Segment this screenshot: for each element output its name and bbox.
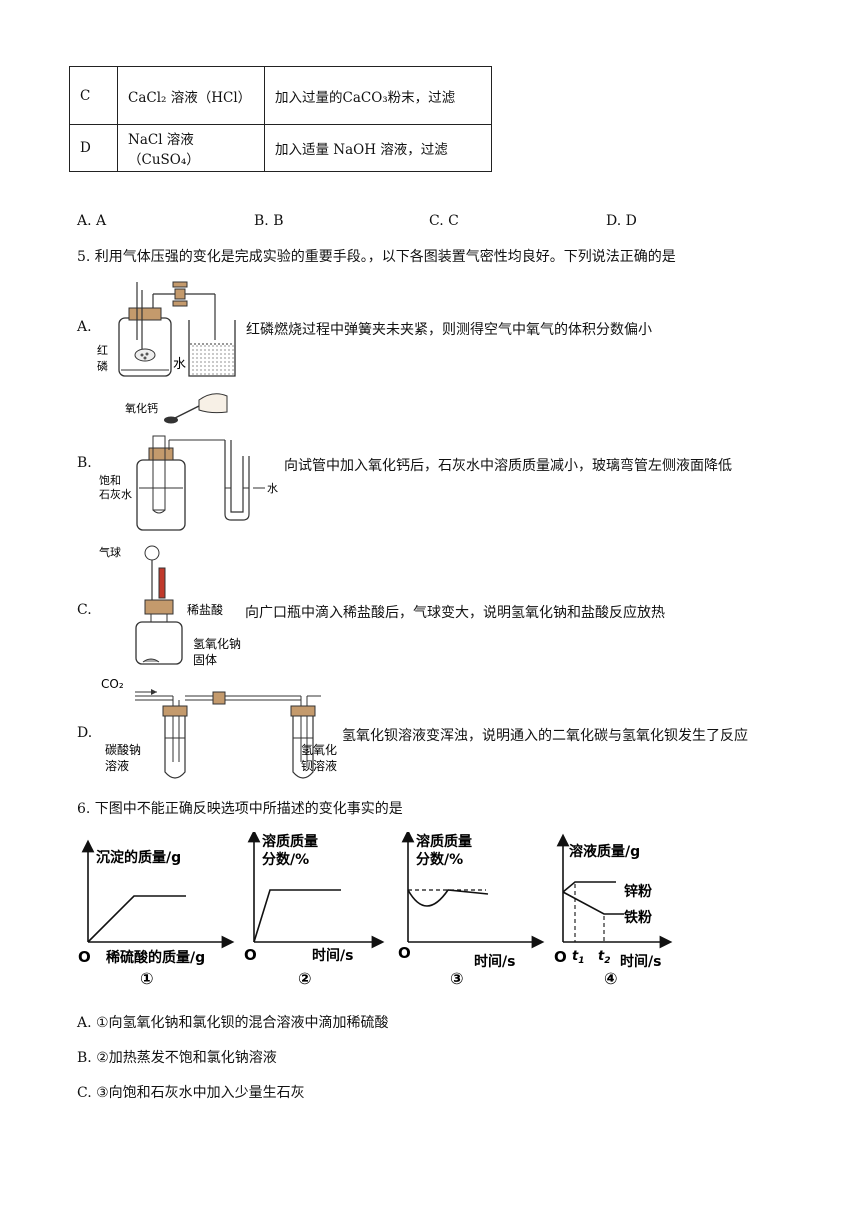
graph4-zinc: 锌粉 xyxy=(624,883,652,900)
graph4-t1: t1 xyxy=(572,949,584,966)
label-lin: 磷 xyxy=(97,360,108,373)
graph-1: 沉淀的质量/g O 稀硫酸的质量/g ① xyxy=(78,839,235,988)
q6-option-a: A. ①向氢氧化钠和氯化钡的混合溶液中滴加稀硫酸 xyxy=(77,1015,389,1031)
graph2-xlabel: 时间/s xyxy=(312,947,353,964)
row-substance: NaCl 溶液（CuSO₄） xyxy=(117,124,265,172)
q6-option-c: C. ③向饱和石灰水中加入少量生石灰 xyxy=(77,1085,305,1101)
graph4-iron: 铁粉 xyxy=(624,909,652,926)
answer-d: D. D xyxy=(606,213,637,229)
label-na2co3: 碳酸钠 xyxy=(105,742,141,757)
graph-4: 溶液质量/g 锌粉 铁粉 O t1 t2 时间/s ④ xyxy=(554,833,673,988)
q5-option-b-text: 向试管中加入氧化钙后，石灰水中溶质质量减小，玻璃弯管左侧液面降低 xyxy=(284,458,732,474)
answer-c: C. C xyxy=(429,213,459,229)
table-row: D NaCl 溶液（CuSO₄） 加入适量 NaOH 溶液，过滤 xyxy=(69,124,492,172)
label-water: 水 xyxy=(173,357,186,372)
calcium-oxide-apparatus: 氧化钙 饱和 石灰水 水 xyxy=(99,393,278,531)
q5-option-a-text: 红磷燃烧过程中弹簧夹未夹紧，则测得空气中氧气的体积分数偏小 xyxy=(246,322,652,338)
graph2-ylabel1: 溶质质量 xyxy=(262,833,318,850)
label-co2: CO₂ xyxy=(101,677,124,691)
table-row: C CaCl₂ 溶液（HCl） 加入过量的CaCO₃粉末，过滤 xyxy=(69,66,492,125)
row-letter: D xyxy=(69,124,118,172)
label-hong: 红 xyxy=(97,344,108,357)
graph-2: 溶质质量 分数/% O 时间/s ② xyxy=(244,832,385,988)
label-solid: 固体 xyxy=(193,653,217,667)
q5-option-d-letter: D. xyxy=(77,725,93,741)
q5-stem: 5. 利用气体压强的变化是完成实验的重要手段。，以下各图装置气密性均良好。下列说… xyxy=(77,249,676,265)
q5-option-b-letter: B. xyxy=(77,455,92,471)
label-baoh2-2: 钡溶液 xyxy=(301,758,337,773)
q4-options-table: C CaCl₂ 溶液（HCl） 加入过量的CaCO₃粉末，过滤 D NaCl 溶… xyxy=(69,66,492,172)
co2-apparatus: CO₂ 碳酸钠 溶液 氢氧化 钡溶液 xyxy=(101,677,337,779)
graph4-t2: t2 xyxy=(598,949,610,966)
graph1-origin: O xyxy=(78,948,91,966)
graph3-xlabel: 时间/s xyxy=(474,953,515,970)
label-balloon: 气球 xyxy=(99,545,121,559)
q5-option-c-letter: C. xyxy=(77,602,92,618)
graph4-xlabel: 时间/s xyxy=(620,953,661,970)
graph3-number: ③ xyxy=(450,969,464,988)
graph1-xlabel: 稀硫酸的质量/g xyxy=(106,949,205,966)
row-method: 加入适量 NaOH 溶液，过滤 xyxy=(264,124,492,172)
q5-option-d-text: 氢氧化钡溶液变浑浊，说明通入的二氧化碳与氢氧化钡发生了反应 xyxy=(342,728,748,744)
graph-3: 溶质质量 分数/% O 时间/s ③ xyxy=(398,832,545,988)
label-water-b: 水 xyxy=(267,482,278,495)
graph2-number: ② xyxy=(298,969,312,988)
red-phosphorus-apparatus: 红 磷 水 xyxy=(97,281,236,377)
label-shihuishui: 石灰水 xyxy=(99,487,132,501)
graph4-ylabel: 溶液质量/g xyxy=(569,843,640,860)
graph1-number: ① xyxy=(140,969,154,988)
graph2-ylabel2: 分数/% xyxy=(262,851,309,868)
graph3-ylabel1: 溶质质量 xyxy=(416,833,472,850)
graph3-ylabel2: 分数/% xyxy=(416,851,463,868)
q6-option-b: B. ②加热蒸发不饱和氯化钠溶液 xyxy=(77,1050,277,1066)
q6-stem: 6. 下图中不能正确反映选项中所描述的变化事实的是 xyxy=(77,801,403,817)
label-hcl: 稀盐酸 xyxy=(187,602,223,617)
label-cao: 氧化钙 xyxy=(125,401,158,415)
q6-graphs: 沉淀的质量/g O 稀硫酸的质量/g ① 溶质质量 分数/% O 时间/s ② … xyxy=(78,832,673,988)
graph1-ylabel: 沉淀的质量/g xyxy=(96,849,181,866)
row-method: 加入过量的CaCO₃粉末，过滤 xyxy=(264,66,492,125)
label-baohe: 饱和 xyxy=(99,473,121,487)
label-solution: 溶液 xyxy=(105,758,129,773)
label-baoh2-1: 氢氧化 xyxy=(301,742,337,757)
graph4-origin: O xyxy=(554,948,567,966)
graph3-origin: O xyxy=(398,944,411,962)
answer-b: B. B xyxy=(254,213,284,229)
balloon-apparatus: 气球 稀盐酸 氢氧化钠 固体 xyxy=(99,545,241,667)
label-naoh: 氢氧化钠 xyxy=(193,636,241,651)
graph2-origin: O xyxy=(244,946,257,964)
graph4-number: ④ xyxy=(604,969,618,988)
q5-option-c-text: 向广口瓶中滴入稀盐酸后，气球变大，说明氢氧化钠和盐酸反应放热 xyxy=(245,605,665,621)
row-substance: CaCl₂ 溶液（HCl） xyxy=(117,66,265,125)
q5-option-a-letter: A. xyxy=(77,319,92,335)
row-letter: C xyxy=(69,66,118,125)
answer-a: A. A xyxy=(77,213,107,229)
